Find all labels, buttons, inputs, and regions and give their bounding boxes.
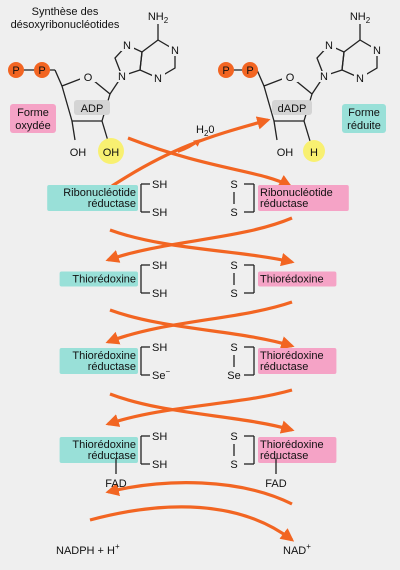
stage-2-left-label-line-1: Thiorédoxine bbox=[72, 274, 136, 286]
stage-2-left-label-box bbox=[59, 271, 138, 287]
right-group-bottom: Se bbox=[227, 370, 240, 382]
dadp-label: dADP bbox=[278, 103, 307, 115]
stage-3-left-label-box bbox=[59, 348, 138, 374]
forme-reduite-line-2: réduite bbox=[347, 120, 381, 132]
phosphate-label: P bbox=[38, 65, 45, 77]
adp-label: ADP bbox=[81, 103, 104, 115]
forme-oxydee-box bbox=[10, 104, 56, 133]
hydrogen-label: H bbox=[310, 147, 318, 159]
dadp-label-box bbox=[272, 100, 312, 115]
water-label: H20 bbox=[196, 124, 215, 138]
phosphate-label: P bbox=[246, 65, 253, 77]
hydrogen-highlight bbox=[303, 140, 325, 162]
forme-oxydee-line-1: Forme bbox=[17, 107, 49, 119]
left-group-top: SH bbox=[152, 342, 167, 354]
nad-label: NAD+ bbox=[283, 542, 311, 557]
arrow-reductase-to-dadp bbox=[111, 116, 271, 188]
amine-group: NH2 bbox=[148, 11, 169, 25]
stage-2-right-label-box bbox=[258, 271, 337, 287]
base-nitrogen: N bbox=[325, 40, 333, 52]
right-group-top: S bbox=[230, 179, 237, 191]
forme-oxydee-line-2: oxydée bbox=[15, 120, 50, 132]
left-group-top: SH bbox=[152, 260, 167, 272]
phosphate-icon bbox=[242, 62, 258, 78]
arrow-stage1-return bbox=[109, 228, 295, 267]
base-nitrogen: N bbox=[356, 73, 364, 85]
stage-1-left-label-line-1: Ribonucléotide bbox=[63, 187, 136, 199]
right-group-top: S bbox=[230, 260, 237, 272]
stage-4-left-label-line-2: réductase bbox=[88, 450, 136, 462]
right-group-bottom: S bbox=[230, 207, 237, 219]
phosphate-label: P bbox=[12, 65, 19, 77]
hydroxyl-label: OH bbox=[70, 147, 87, 159]
left-group-bottom: Se− bbox=[152, 367, 170, 382]
arrow-stage3-forward bbox=[105, 388, 293, 427]
right-group-bottom: S bbox=[230, 459, 237, 471]
arrow-stage2-forward bbox=[105, 300, 293, 345]
stage-2-right-label-line-1: Thiorédoxine bbox=[260, 274, 324, 286]
stage-1-left-label-box bbox=[47, 185, 139, 211]
hydroxyl-highlight bbox=[98, 138, 124, 164]
base-nitrogen: N bbox=[171, 45, 179, 57]
stage-3-right-label-line-2: réductase bbox=[260, 361, 308, 373]
stage-4-left-label-box bbox=[59, 437, 138, 463]
forme-reduite-line-1: Forme bbox=[348, 107, 380, 119]
phosphate-icon bbox=[8, 62, 24, 78]
stage-4-right-label-box bbox=[258, 437, 337, 463]
stage-4-right-label-line-1: Thiorédoxine bbox=[260, 439, 324, 451]
title-line-1: Synthèse des bbox=[32, 6, 99, 18]
left-cofactor-fad: FAD bbox=[105, 478, 126, 490]
stage-1-right-label-line-1: Ribonucléotide bbox=[260, 187, 333, 199]
stage-4-right-label-line-2: réductase bbox=[260, 450, 308, 462]
phosphate-label: P bbox=[222, 65, 229, 77]
forme-reduite-box bbox=[342, 104, 386, 133]
left-group-bottom: SH bbox=[152, 459, 167, 471]
adp-molecule: P P O N N N N NH2 bbox=[8, 11, 182, 142]
base-nitrogen: N bbox=[118, 71, 126, 83]
left-group-bottom: SH bbox=[152, 207, 167, 219]
phosphate-icon bbox=[34, 62, 50, 78]
title-line-2: désoxyribonucléotides bbox=[11, 19, 120, 31]
stage-1-right-label-line-2: réductase bbox=[260, 198, 308, 210]
arrow-stage4-forward bbox=[105, 481, 293, 506]
adp-label-box bbox=[74, 100, 110, 115]
stage-3-right-label-line-1: Thiorédoxine bbox=[260, 350, 324, 362]
hydroxyl-label: OH bbox=[277, 147, 294, 159]
arrow-stage1-forward bbox=[105, 216, 293, 263]
arrow-adp-to-reductase bbox=[127, 136, 293, 188]
stage-3-right-label-box bbox=[258, 348, 337, 374]
stage-3-left-label-line-1: Thiorédoxine bbox=[72, 350, 136, 362]
left-group-top: SH bbox=[152, 431, 167, 443]
ring-oxygen: O bbox=[286, 72, 295, 84]
base-nitrogen: N bbox=[123, 40, 131, 52]
left-group-bottom: SH bbox=[152, 288, 167, 300]
arrow-stage3-return bbox=[109, 392, 295, 434]
arrow-stage2-return bbox=[109, 308, 295, 350]
right-cofactor-fad: FAD bbox=[265, 478, 286, 490]
arrow-nadph-to-nad bbox=[89, 505, 295, 542]
right-group-top: S bbox=[230, 431, 237, 443]
amine-group: NH2 bbox=[350, 11, 371, 25]
base-nitrogen: N bbox=[320, 71, 328, 83]
stage-3-left-label-line-2: réductase bbox=[88, 361, 136, 373]
nadph-label: NADPH + H+ bbox=[56, 542, 120, 557]
stage-1-left-label-line-2: réductase bbox=[88, 198, 136, 210]
stage-4-left-label-line-1: Thiorédoxine bbox=[72, 439, 136, 451]
phosphate-icon bbox=[218, 62, 234, 78]
reaction-arrows bbox=[89, 116, 295, 542]
base-nitrogen: N bbox=[373, 45, 381, 57]
base-nitrogen: N bbox=[154, 73, 162, 85]
dadp-molecule: P P O N N N N NH2 bbox=[218, 11, 384, 142]
stage-1-right-label-box bbox=[258, 185, 349, 211]
right-group-top: S bbox=[230, 342, 237, 354]
arrow-water-branch bbox=[177, 139, 202, 153]
ring-oxygen: O bbox=[84, 72, 93, 84]
hydroxyl-label-highlighted: OH bbox=[103, 147, 120, 159]
right-group-bottom: S bbox=[230, 288, 237, 300]
left-group-top: SH bbox=[152, 179, 167, 191]
